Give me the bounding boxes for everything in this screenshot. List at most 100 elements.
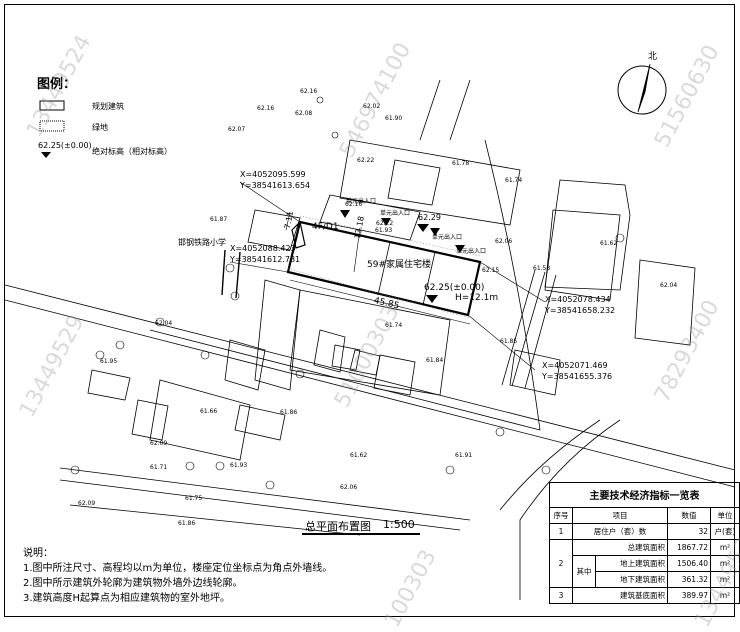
coord-2-y: Y=38541612.781	[230, 255, 301, 264]
coord-1-y: Y=38541613.654	[240, 181, 311, 190]
spot-elev: 61.62	[350, 452, 368, 459]
economic-indicators-table: 主要技术经济指标一览表 序号 项目 数值 单位 1 居住户（套）数 32 户(套…	[549, 482, 740, 604]
spot-elev: 61.58	[533, 265, 551, 272]
greenland-symbol	[39, 120, 65, 132]
school-fence	[221, 249, 241, 299]
spot-elev: 61.95	[100, 358, 118, 365]
spot-elev: 61.85	[500, 338, 518, 345]
table-row: 3 建筑基底面积 389.97 m²	[549, 587, 740, 604]
notes: 说明： 1.图中所注尺寸、高程均以m为单位，楼座定位坐标点为角点外墙线。 2.图…	[23, 546, 332, 606]
spot-elev: 61.93	[230, 462, 248, 469]
coord-2-x: X=4052088.423	[230, 244, 296, 253]
row-unit: m²	[710, 587, 740, 604]
spot-elev: 61.86	[280, 409, 298, 416]
spot-elev: 62.22	[376, 220, 394, 227]
row-group: 其中	[572, 555, 596, 588]
table-row: 其中 地上建筑面积 1506.40 m²	[550, 555, 740, 588]
building-height: H=12.1m	[455, 293, 499, 303]
school-label: 邯钢铁路小学	[178, 238, 226, 247]
row-item: 建筑基底面积	[572, 587, 668, 604]
table-row: 1 居住户（套）数 32 户(套)	[549, 523, 740, 540]
spot-elev: 62.04	[155, 320, 173, 327]
row-value: 1506.40	[667, 555, 711, 572]
row-no: 3	[549, 587, 573, 604]
spot-elev: 62.16	[257, 105, 275, 112]
drawing-frame	[4, 4, 735, 617]
table-header-row: 序号 项目 数值 单位	[549, 507, 740, 524]
spot-elev: 62.08	[295, 110, 313, 117]
entrance-markers	[340, 210, 465, 253]
spot-elev: 62.04	[660, 282, 678, 289]
coord-1-x: X=4052095.599	[240, 170, 306, 179]
row-no: 2	[549, 539, 573, 588]
row-unit: m²	[710, 555, 740, 572]
spot-elev: 61.74	[385, 322, 403, 329]
north-label: 北	[648, 52, 658, 62]
spot-elev: 61.93	[375, 227, 393, 234]
spot-elev: 61.78	[452, 160, 470, 167]
building-floors: 4F/D1	[312, 222, 339, 232]
spot-elev: 61.87	[210, 216, 228, 223]
entrance-label-3: 单元出入口	[432, 234, 463, 241]
spot-elev: 62.06	[495, 238, 513, 245]
spot-elev: 62.15	[482, 267, 500, 274]
header-cell: 项目	[572, 507, 668, 524]
plan-title: 总平面布置图	[305, 520, 371, 533]
legend-elevation: 绝对标高（相对标高）	[92, 147, 172, 156]
entrance-label-1: 单元出入口	[346, 198, 377, 205]
entrance-label-2: 单元出入口	[380, 210, 411, 217]
spot-elev: 61.74	[505, 177, 523, 184]
row-item: 居住户（套）数	[572, 523, 668, 540]
north-arrow-circle	[617, 65, 667, 115]
plan-title-underline	[302, 533, 420, 535]
coord-3-x: X=4052078.434	[545, 295, 611, 304]
tree-symbols	[70, 96, 625, 490]
header-cell: 序号	[549, 507, 573, 524]
spot-elev: 61.86	[178, 520, 196, 527]
planned-building-symbol	[39, 100, 65, 111]
plan-scale: 1:500	[383, 518, 415, 531]
building-name: 59#家属住宅楼	[367, 260, 431, 270]
header-cell: 单位	[710, 507, 740, 524]
note-line: 2.图中所示建筑外轮廓为建筑物外墙外边线轮廓。	[23, 578, 243, 589]
row-value: 32	[667, 523, 711, 540]
building-elevation: 62.25(±0.00)	[424, 283, 485, 293]
elevation-symbol	[41, 152, 51, 158]
spot-elev: 61.62	[600, 240, 618, 247]
spot-elev: 62.16	[300, 88, 318, 95]
spot-elev: 62.06	[340, 484, 358, 491]
plan-title-block: 总平面布置图 1:500	[305, 518, 415, 534]
row-value: 1867.72	[667, 539, 711, 556]
spot-elev: 62.02	[363, 103, 381, 110]
table-title: 主要技术经济指标一览表	[549, 482, 740, 507]
spot-elev: 62.22	[357, 157, 375, 164]
notes-title: 说明：	[23, 548, 53, 559]
spot-elev: 61.91	[455, 452, 473, 459]
row-item: 总建筑面积	[572, 539, 668, 556]
row-item: 地上建筑面积	[595, 555, 668, 572]
header-cell: 数值	[667, 507, 711, 524]
roads	[4, 79, 736, 600]
coord-4-x: X=4052071.469	[542, 361, 608, 370]
table-row: 2 总建筑面积 1867.72 m²	[549, 539, 740, 588]
coord-4-y: Y=38541655.376	[542, 372, 613, 381]
spot-elev: 62.09	[78, 500, 96, 507]
existing-buildings	[87, 139, 696, 461]
north-arrow-icon	[637, 63, 651, 113]
spot-elev: 62.07	[228, 126, 246, 133]
note-line: 3.建筑高度H起算点为相应建筑物的室外地坪。	[23, 593, 231, 604]
spot-elev: 61.71	[150, 464, 168, 471]
greenland	[284, 215, 481, 319]
legend-planned-building: 规划建筑	[92, 102, 124, 111]
legend-title: 图例：	[37, 77, 77, 92]
note-line: 1.图中所注尺寸、高程均以m为单位，楼座定位坐标点为角点外墙线。	[23, 563, 333, 574]
coord-3-y: Y=38541658.232	[545, 306, 616, 315]
legend-greenland: 绿地	[92, 123, 108, 132]
spot-elev: 61.84	[426, 357, 444, 364]
spot-elev: 62.16	[345, 201, 363, 208]
row-value: 389.97	[667, 587, 711, 604]
spot-elev: 61.66	[200, 408, 218, 415]
row-value: 361.32	[667, 571, 711, 588]
spot-elev: 62.09	[150, 440, 168, 447]
